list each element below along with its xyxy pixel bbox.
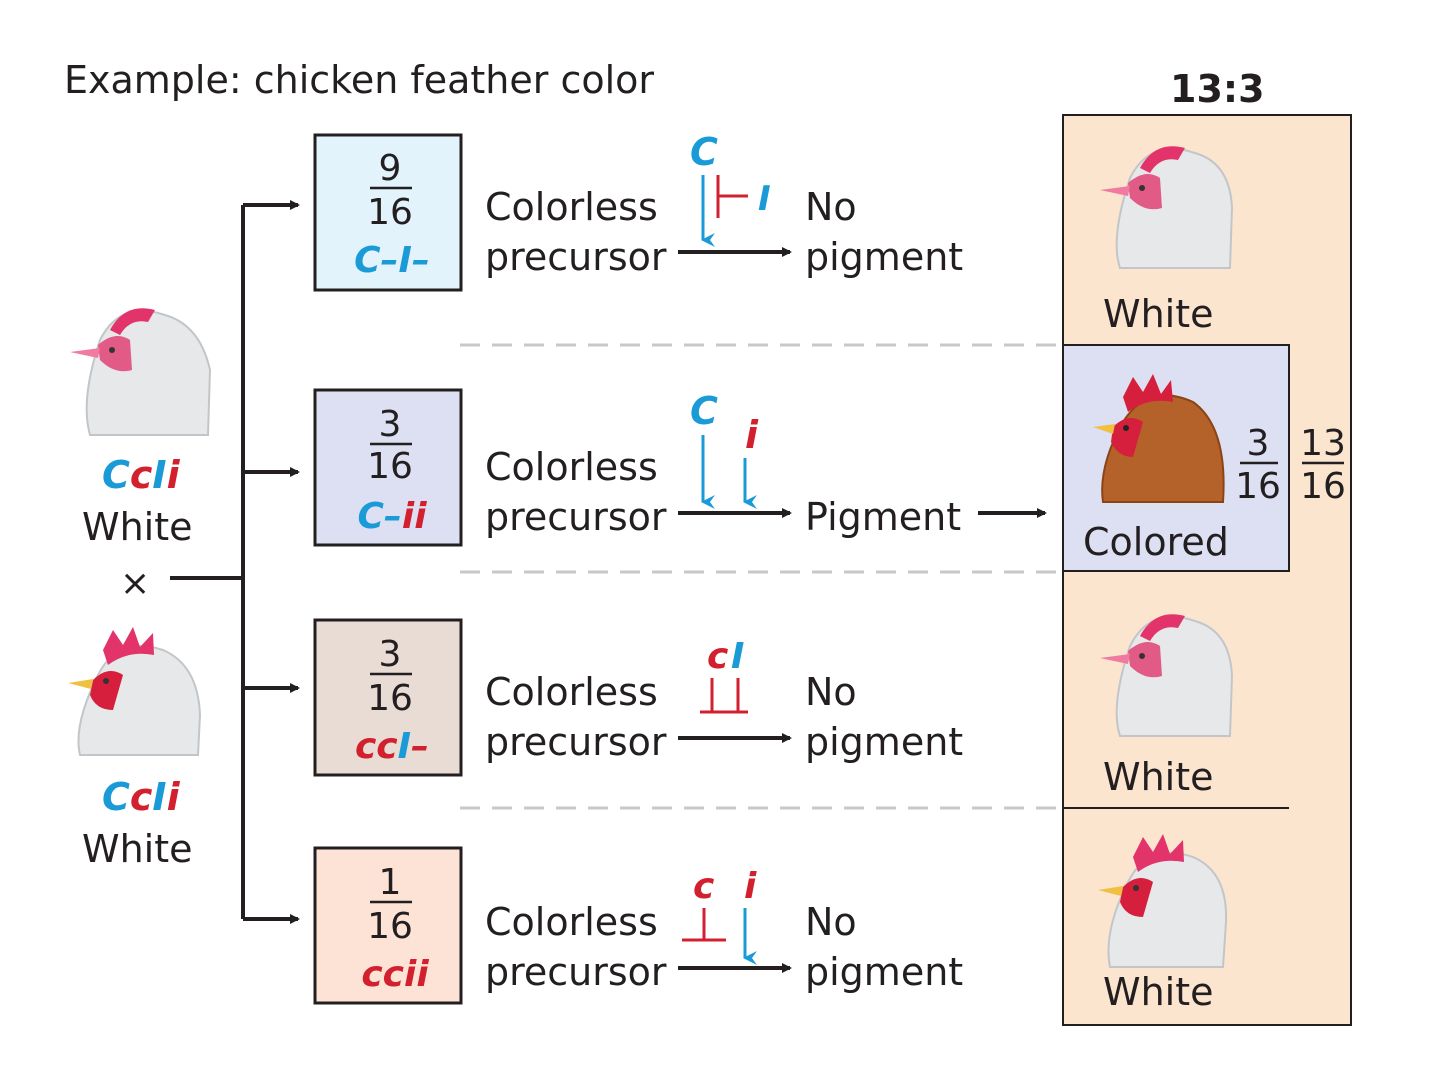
svg-text:precursor: precursor <box>485 495 667 539</box>
svg-text:pigment: pigment <box>805 950 963 994</box>
white-fraction-den: 16 <box>1300 466 1346 507</box>
svg-text:precursor: precursor <box>485 950 667 994</box>
parent-2-genotype: CcIi <box>102 775 181 819</box>
parent-1-genotype: CcIi <box>102 453 181 497</box>
result-label-2: Colored <box>1083 520 1229 564</box>
svg-text:pigment: pigment <box>805 235 963 279</box>
svg-text:I: I <box>758 179 771 219</box>
svg-text:Pigment: Pigment <box>805 495 961 539</box>
svg-text:C–ii: C–ii <box>357 496 427 537</box>
result-label-4: White <box>1103 970 1214 1014</box>
parent-rooster-2 <box>68 627 202 756</box>
svg-text:pigment: pigment <box>805 720 963 764</box>
svg-text:c: c <box>707 636 728 677</box>
svg-text:precursor: precursor <box>485 720 667 764</box>
svg-text:i: i <box>744 866 757 907</box>
svg-text:C–I–: C–I– <box>354 240 430 281</box>
result-brown-hen <box>1093 374 1225 503</box>
svg-text:Colorless: Colorless <box>485 185 658 229</box>
pathway-row-2: Colorless precursor Pigment C i <box>485 389 1047 539</box>
svg-text:ccI–: ccI– <box>355 726 429 767</box>
svg-text:Colorless: Colorless <box>485 445 658 489</box>
colored-fraction-num: 3 <box>1247 423 1270 464</box>
svg-text:16: 16 <box>367 906 413 947</box>
white-fraction-num: 13 <box>1300 423 1346 464</box>
svg-text:16: 16 <box>367 678 413 719</box>
svg-text:16: 16 <box>367 192 413 233</box>
result-white-rooster <box>1098 834 1228 968</box>
svg-text:c: c <box>693 866 714 907</box>
genotype-box-3: 3 16 ccI– <box>313 618 463 777</box>
result-white-hen-2 <box>1100 614 1234 737</box>
ratio-label: 13:3 <box>1170 67 1265 111</box>
cross-symbol: × <box>120 563 150 604</box>
pathway-row-3: Colorless precursor No pigment c I <box>485 636 963 764</box>
svg-text:16: 16 <box>367 446 413 487</box>
svg-text:3: 3 <box>379 404 402 445</box>
diagram-title: Example: chicken feather color <box>64 58 654 102</box>
svg-text:i: i <box>745 413 759 457</box>
svg-text:Colorless: Colorless <box>485 670 658 714</box>
svg-text:ccii: ccii <box>361 954 429 995</box>
parent-1-phenotype: White <box>82 505 193 549</box>
svg-text:Colorless: Colorless <box>485 900 658 944</box>
svg-text:3: 3 <box>379 634 402 675</box>
svg-text:I: I <box>731 636 744 677</box>
genotype-box-2: 3 16 C–ii <box>313 388 463 547</box>
pathway-row-1: Colorless precursor No pigment C I <box>485 130 963 279</box>
pathway-row-4: Colorless precursor No pigment c i <box>485 866 963 994</box>
result-label-3: White <box>1103 755 1214 799</box>
genotype-box-4: 1 16 ccii <box>313 846 463 1005</box>
svg-text:No: No <box>805 900 857 944</box>
parent-hen-1 <box>70 308 212 436</box>
svg-text:precursor: precursor <box>485 235 667 279</box>
result-label-1: White <box>1103 292 1214 336</box>
svg-text:C: C <box>690 130 718 174</box>
parent-2-phenotype: White <box>82 827 193 871</box>
svg-text:C: C <box>690 389 718 433</box>
svg-text:No: No <box>805 670 857 714</box>
result-white-hen-1 <box>1100 146 1234 269</box>
svg-text:No: No <box>805 185 857 229</box>
genotype-box-1: 9 16 C–I– <box>313 133 463 292</box>
svg-text:9: 9 <box>379 148 402 189</box>
svg-text:1: 1 <box>379 862 402 903</box>
colored-fraction-den: 16 <box>1235 466 1281 507</box>
